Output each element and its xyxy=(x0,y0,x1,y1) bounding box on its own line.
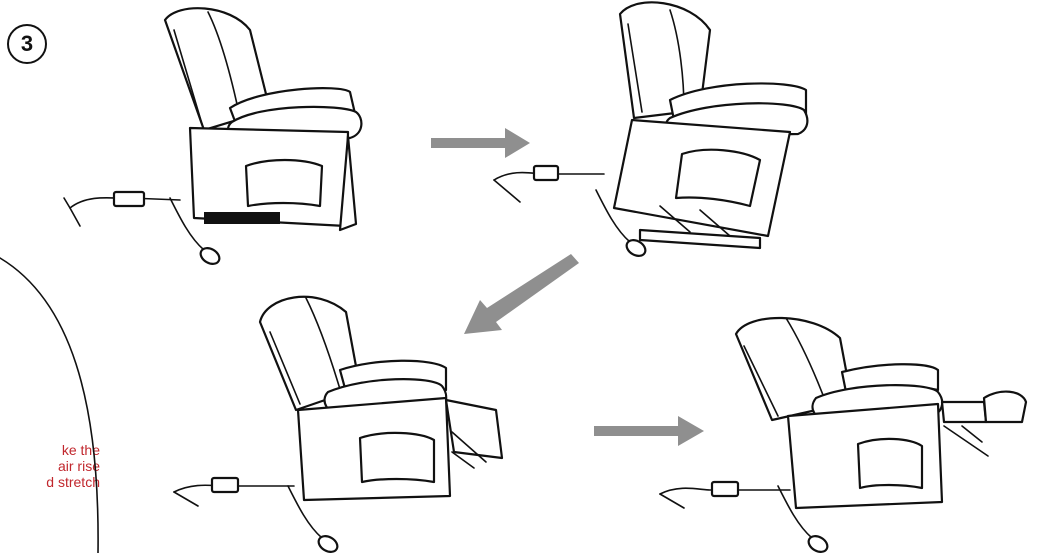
arrow-right-2 xyxy=(594,416,704,446)
chair-seated-illustration xyxy=(165,8,361,230)
power-cable-2 xyxy=(494,166,604,202)
arrow-right-1 xyxy=(431,128,530,158)
power-cable-1 xyxy=(64,192,180,226)
chair-reclining-illustration xyxy=(260,297,502,500)
arrow-down-left xyxy=(464,254,579,334)
power-cable-3 xyxy=(174,478,294,506)
chair-lifting-illustration xyxy=(614,2,807,248)
page-margin-curve xyxy=(0,258,98,553)
power-cable-4 xyxy=(660,482,790,508)
chair-fully-reclined-illustration xyxy=(736,318,1026,508)
